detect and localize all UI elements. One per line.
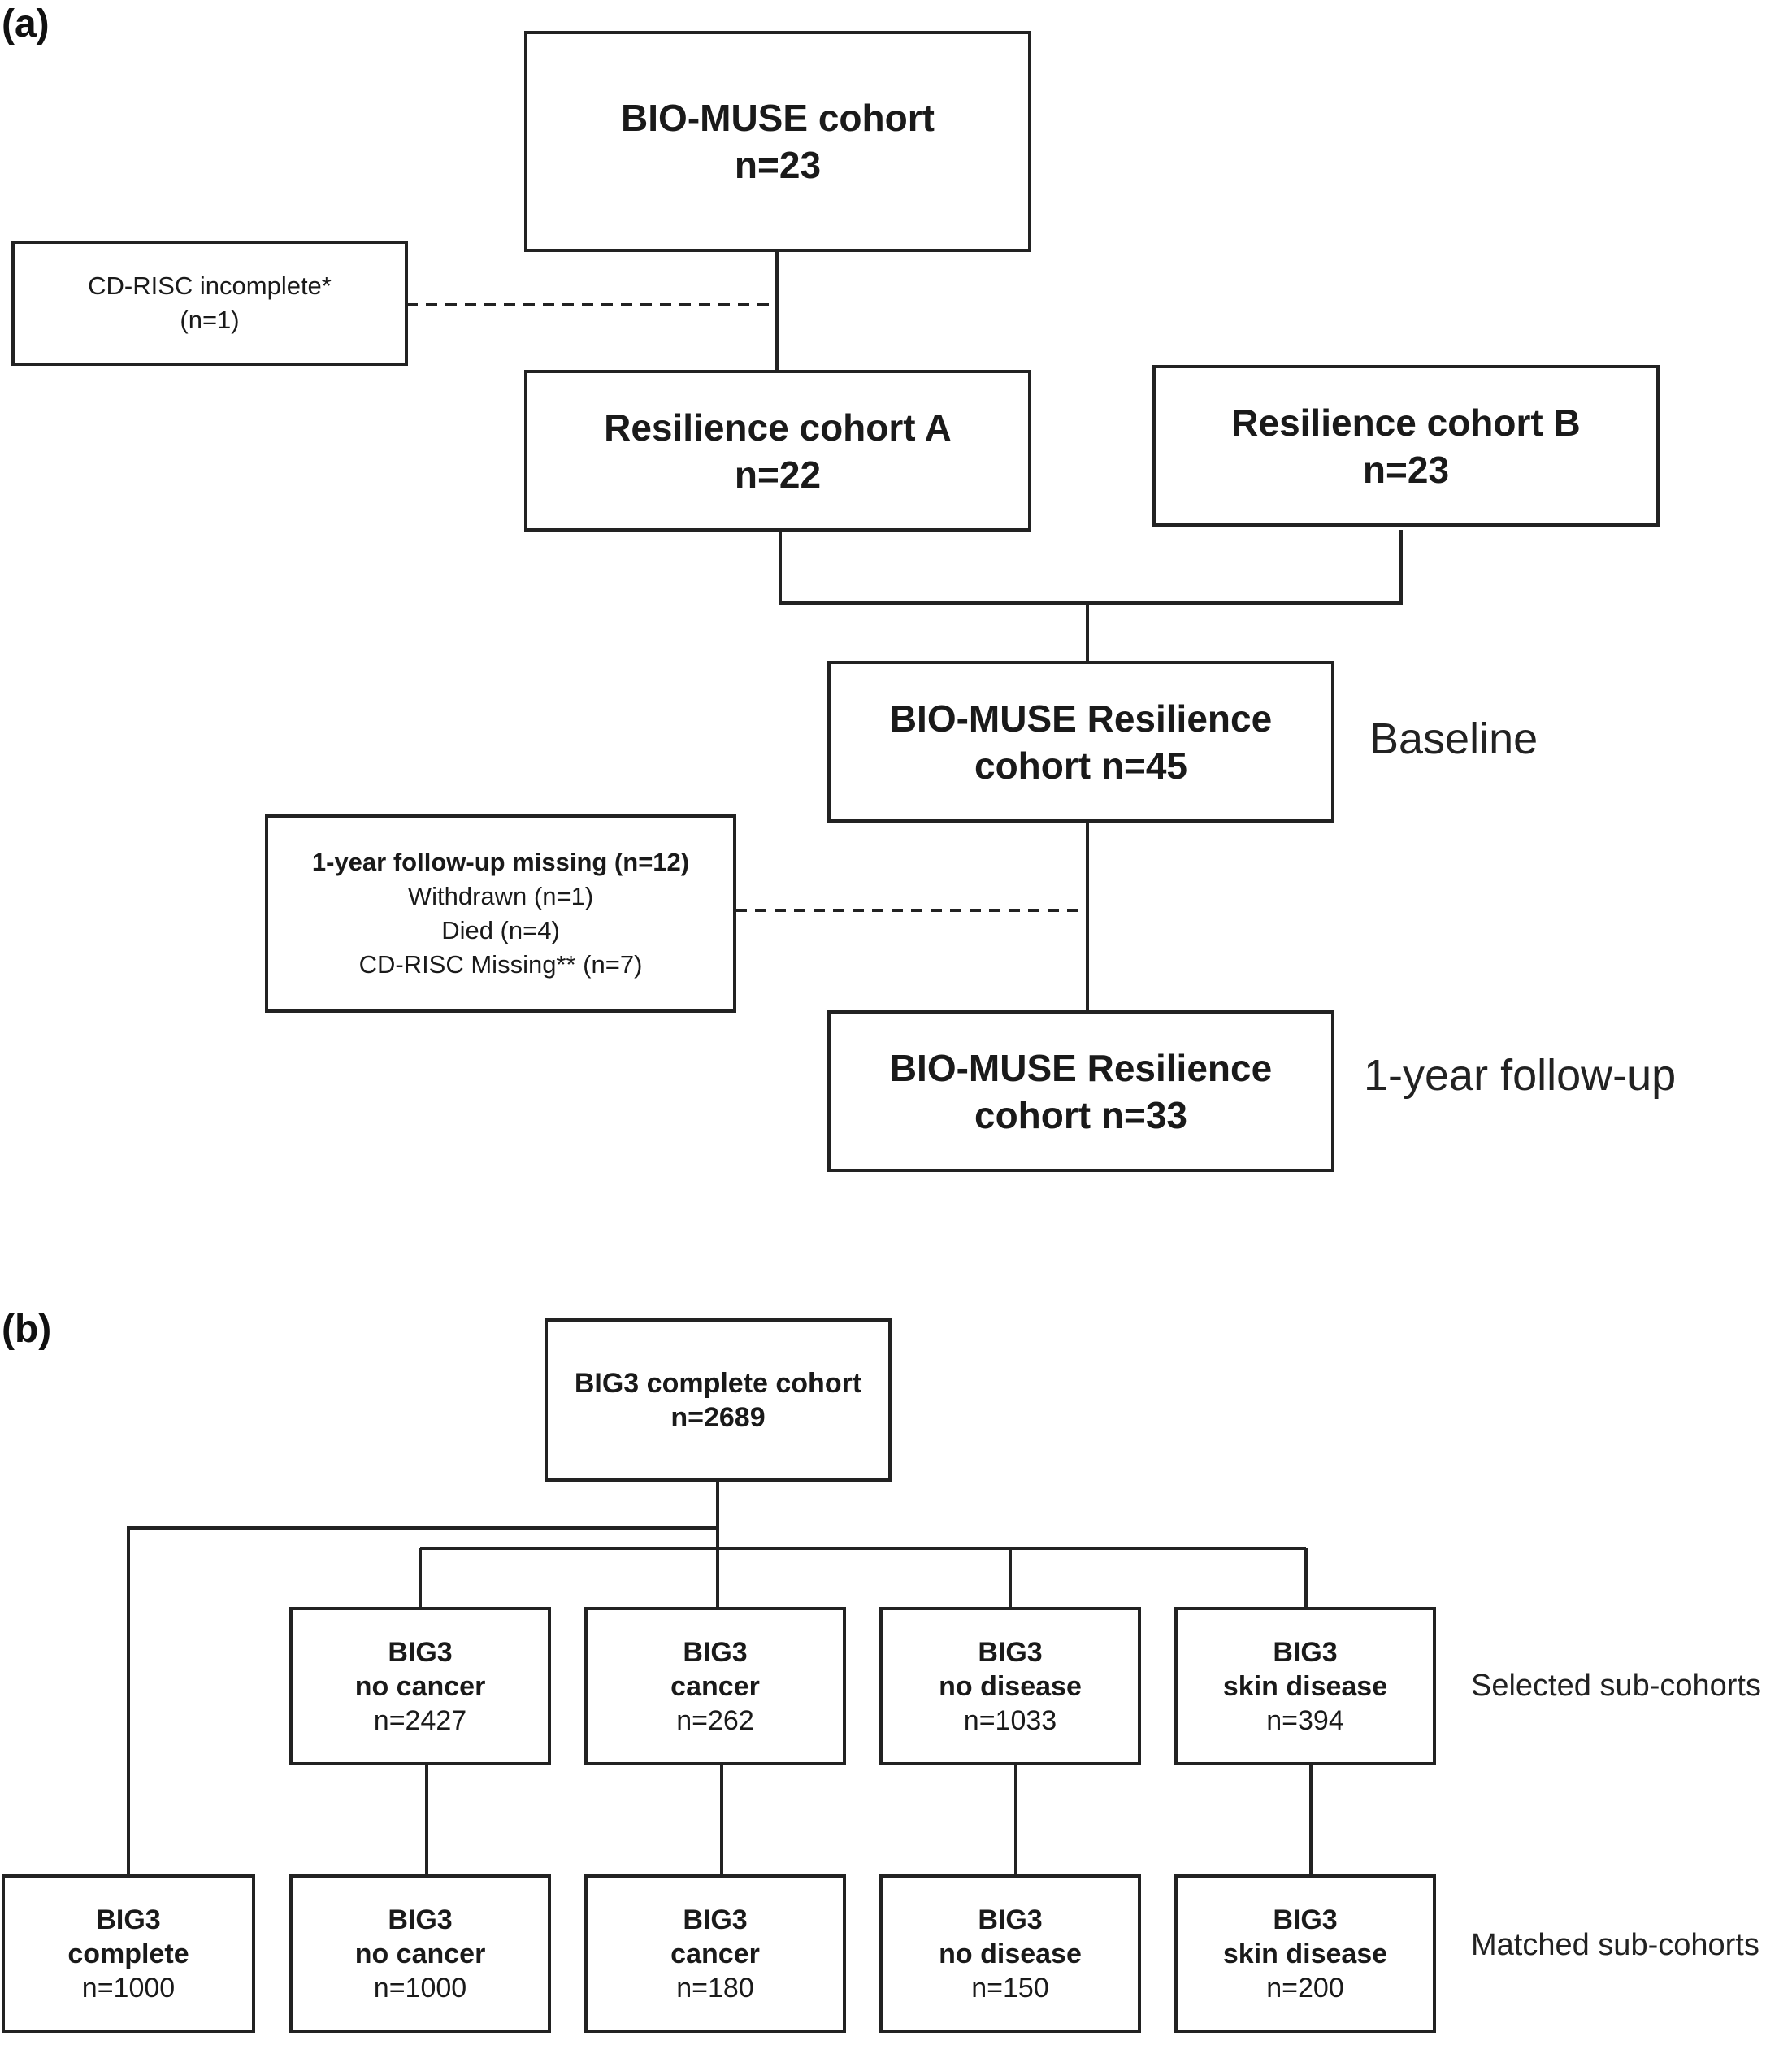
box-line-2: cohort n=33 — [974, 1093, 1187, 1136]
box-line-1: BIG3 — [683, 1904, 748, 1935]
box-count: n=22 — [734, 453, 822, 496]
box-count: n=394 — [1266, 1704, 1344, 1736]
box-line-1: BIO-MUSE Resilience — [889, 697, 1273, 740]
box-line-2: cancer — [670, 1670, 760, 1702]
box-line-1: BIG3 — [1273, 1636, 1338, 1668]
missing-cd-risc: CD-RISC Missing** (n=7) — [358, 950, 643, 979]
box-line-1: BIO-MUSE Resilience — [889, 1046, 1273, 1089]
matched-sub-cohorts-label: Matched sub-cohorts — [1471, 1928, 1759, 1962]
missing-withdrawn: Withdrawn (n=1) — [407, 882, 594, 910]
baseline-label: Baseline — [1369, 714, 1538, 763]
box-line-1: BIG3 — [978, 1636, 1043, 1668]
box-line-1: BIG3 — [683, 1636, 748, 1668]
box-line-1: BIG3 — [96, 1904, 161, 1935]
baseline-cohort-box: BIO-MUSE Resilience cohort n=45 — [827, 661, 1334, 823]
box-count: n=200 — [1266, 1972, 1344, 2004]
box-count: n=23 — [734, 144, 822, 186]
box-line-2: cancer — [670, 1938, 760, 1969]
box-title: BIG3 complete cohort — [574, 1367, 862, 1399]
matched-skin-disease-box: BIG3 skin disease n=200 — [1174, 1874, 1436, 2033]
box-line-2: complete — [67, 1938, 189, 1969]
box-line-2: cohort n=45 — [974, 744, 1187, 787]
box-title: 1-year follow-up missing (n=12) — [311, 848, 690, 876]
selected-no-disease-box: BIG3 no disease n=1033 — [879, 1607, 1141, 1765]
box-title: CD-RISC incomplete* — [88, 271, 332, 300]
followup-missing-box: 1-year follow-up missing (n=12) Withdraw… — [265, 814, 736, 1013]
box-count: n=2427 — [373, 1704, 467, 1736]
big3-complete-cohort-box: BIG3 complete cohort n=2689 — [545, 1318, 892, 1482]
box-line-1: BIG3 — [388, 1636, 453, 1668]
matched-complete-box: BIG3 complete n=1000 — [2, 1874, 255, 2033]
matched-no-disease-box: BIG3 no disease n=150 — [879, 1874, 1141, 2033]
box-count: n=1000 — [373, 1972, 467, 2004]
box-count: n=1000 — [81, 1972, 176, 2004]
selected-sub-cohorts-label: Selected sub-cohorts — [1471, 1669, 1761, 1703]
cd-risc-incomplete-box: CD-RISC incomplete* (n=1) — [11, 241, 408, 366]
box-line-2: no cancer — [354, 1938, 486, 1969]
box-count: n=2689 — [670, 1401, 766, 1433]
panel-a-label: (a) — [2, 2, 50, 46]
bio-muse-cohort-box: BIO-MUSE cohort n=23 — [524, 31, 1031, 252]
box-line-2: skin disease — [1222, 1938, 1388, 1969]
box-title: BIO-MUSE cohort — [621, 97, 935, 139]
box-count: n=262 — [676, 1704, 754, 1736]
resilience-cohort-a-box: Resilience cohort A n=22 — [524, 370, 1031, 532]
box-line-1: BIG3 — [978, 1904, 1043, 1935]
box-line-1: BIG3 — [388, 1904, 453, 1935]
box-count: n=180 — [676, 1972, 754, 2004]
box-count: n=23 — [1362, 448, 1450, 491]
followup-label: 1-year follow-up — [1364, 1051, 1677, 1100]
box-count: (n=1) — [180, 306, 240, 334]
selected-no-cancer-box: BIG3 no cancer n=2427 — [289, 1607, 551, 1765]
panel-b-label: (b) — [2, 1308, 52, 1351]
resilience-cohort-b-box: Resilience cohort B n=23 — [1152, 365, 1660, 527]
box-title: Resilience cohort A — [604, 406, 952, 449]
box-title: Resilience cohort B — [1231, 401, 1581, 444]
missing-died: Died (n=4) — [441, 916, 560, 944]
selected-skin-disease-box: BIG3 skin disease n=394 — [1174, 1607, 1436, 1765]
box-count: n=150 — [971, 1972, 1049, 2004]
connector-root-to-complete — [127, 1526, 718, 1875]
followup-cohort-box: BIO-MUSE Resilience cohort n=33 — [827, 1010, 1334, 1172]
box-line-2: skin disease — [1222, 1670, 1388, 1702]
box-line-2: no disease — [939, 1938, 1082, 1969]
matched-no-cancer-box: BIG3 no cancer n=1000 — [289, 1874, 551, 2033]
box-line-1: BIG3 — [1273, 1904, 1338, 1935]
box-line-2: no disease — [939, 1670, 1082, 1702]
box-line-2: no cancer — [354, 1670, 486, 1702]
connector-resA-resB — [779, 530, 1403, 605]
selected-cancer-box: BIG3 cancer n=262 — [584, 1607, 846, 1765]
box-count: n=1033 — [963, 1704, 1057, 1736]
matched-cancer-box: BIG3 cancer n=180 — [584, 1874, 846, 2033]
